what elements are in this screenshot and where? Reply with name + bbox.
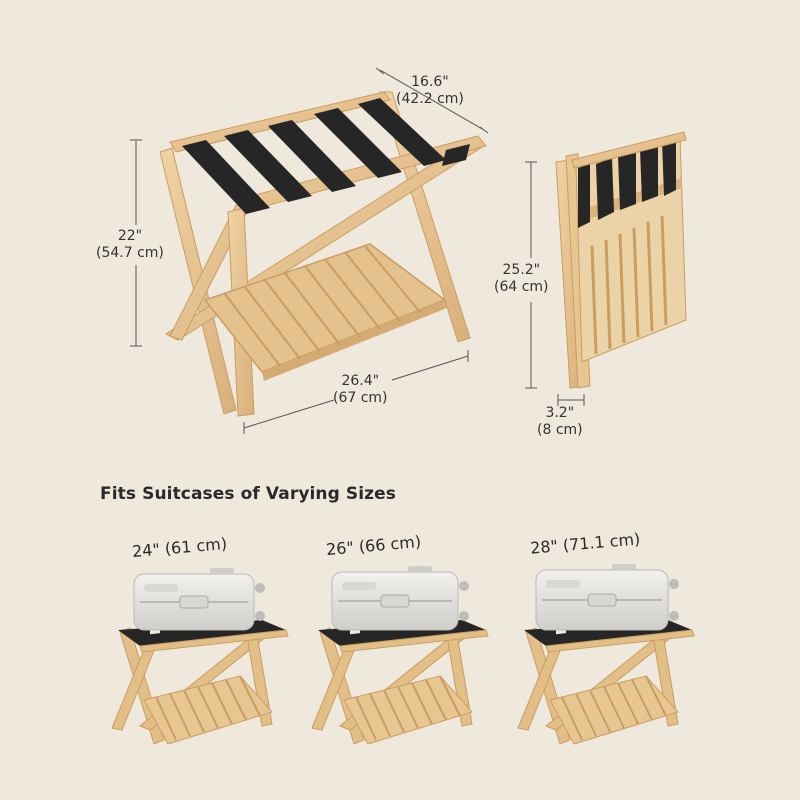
folded-height-inches: 25.2" — [502, 262, 541, 278]
height-inches: 22" — [117, 228, 143, 244]
folded-thickness-dimension: 3.2" (8 cm) — [537, 405, 583, 439]
rack-with-suitcase-26 — [311, 566, 489, 745]
depth-cm: (42.2 cm) — [396, 91, 464, 107]
height-dimension: 22" (54.7 cm) — [96, 228, 164, 262]
section-heading: Fits Suitcases of Varying Sizes — [100, 484, 397, 504]
open-luggage-rack — [159, 91, 487, 417]
rack-with-suitcase-28 — [517, 564, 695, 745]
depth-dimension: 16.6" (42.2 cm) — [396, 74, 464, 108]
folded-height-dimension: 25.2" (64 cm) — [494, 262, 549, 296]
width-inches: 26.4" — [341, 373, 380, 389]
width-cm: (67 cm) — [333, 390, 388, 406]
dimension-lines — [130, 67, 585, 434]
folded-thickness-inches: 3.2" — [545, 405, 575, 421]
folded-thickness-cm: (8 cm) — [537, 422, 583, 438]
depth-inches: 16.6" — [411, 74, 449, 90]
folded-luggage-rack — [555, 131, 687, 389]
height-cm: (54.7 cm) — [96, 245, 164, 261]
width-dimension: 26.4" (67 cm) — [333, 373, 388, 407]
folded-height-cm: (64 cm) — [494, 279, 549, 295]
rack-with-suitcase-24 — [111, 568, 289, 745]
